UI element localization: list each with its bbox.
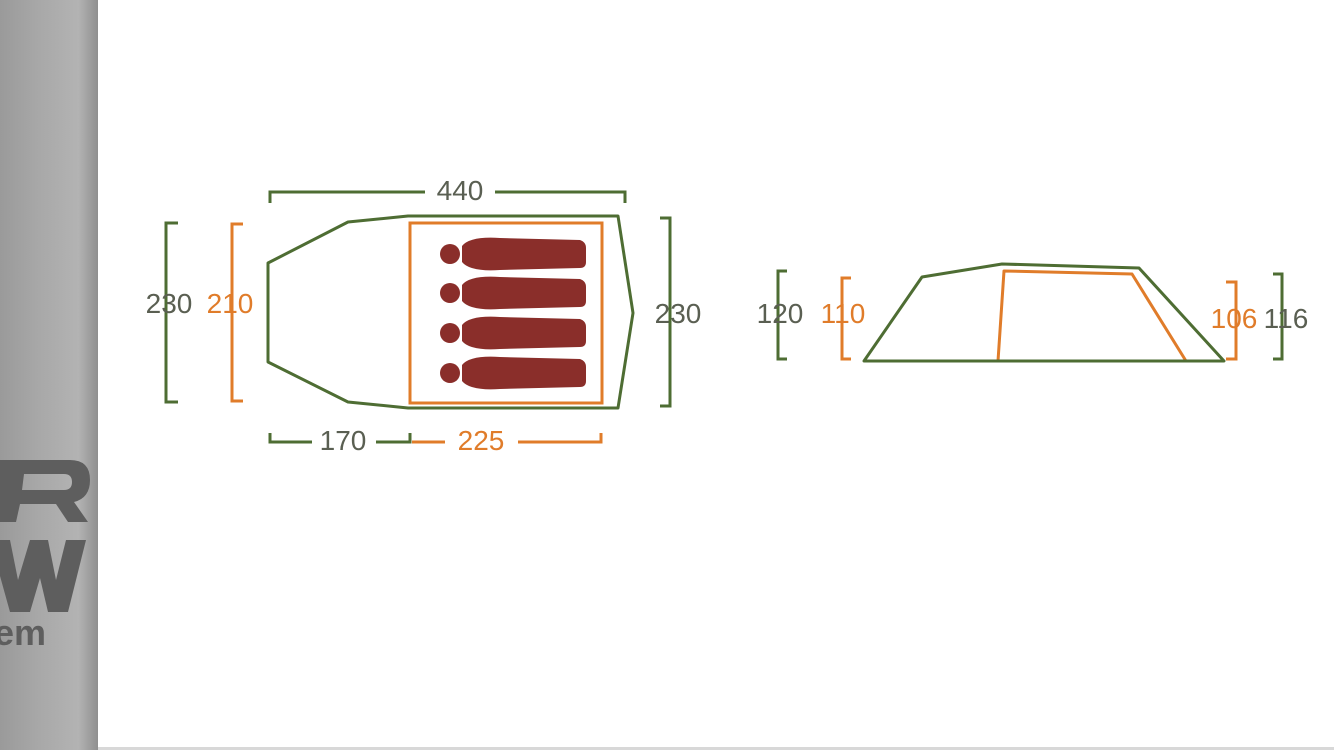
dimension-inner-height-front-label: 110	[821, 298, 866, 329]
dimension-inner-height-rear: 106	[1211, 280, 1258, 361]
dimension-inner-width-label: 210	[207, 288, 254, 319]
dimension-total-length-label: 440	[437, 175, 484, 206]
occupant-2-icon	[440, 276, 586, 310]
dimension-porch-length-label: 170	[320, 425, 367, 456]
dimension-porch-length: 170	[268, 425, 412, 456]
dimension-inner-height-rear-label: 106	[1211, 303, 1258, 334]
sidebar-panel: em	[0, 0, 98, 750]
sidebar-logo-text: em	[0, 612, 46, 653]
dimension-outer-height-front-label: 120	[757, 298, 804, 329]
dimension-inner-width: 210	[207, 222, 254, 403]
dimension-outer-height-front: 120	[757, 269, 804, 361]
dimension-inner-length: 225	[412, 425, 603, 456]
inner-tent-profile	[996, 269, 1188, 363]
dimension-outer-width-left-label: 230	[146, 288, 193, 319]
dimension-outer-width-left: 230	[146, 221, 193, 404]
dimension-inner-height-front: 110	[821, 276, 866, 361]
dimension-outer-height-rear-label: 116	[1264, 303, 1309, 334]
side-view: 120 110 106 116	[757, 262, 1309, 363]
dimension-inner-length-label: 225	[458, 425, 505, 456]
bottom-divider	[98, 747, 1334, 750]
occupant-4-icon	[440, 356, 586, 390]
dimension-outer-width-right-label: 230	[655, 298, 702, 329]
dimension-total-length: 440	[268, 175, 627, 206]
brand-logo-icon: em	[0, 460, 90, 653]
occupant-figures	[440, 237, 586, 390]
occupant-1-icon	[440, 237, 586, 271]
plan-view: 440 230 210	[146, 175, 702, 456]
occupant-3-icon	[440, 316, 586, 350]
dimension-outer-width-right: 230	[655, 216, 702, 408]
dimension-outer-height-rear: 116	[1264, 272, 1309, 361]
